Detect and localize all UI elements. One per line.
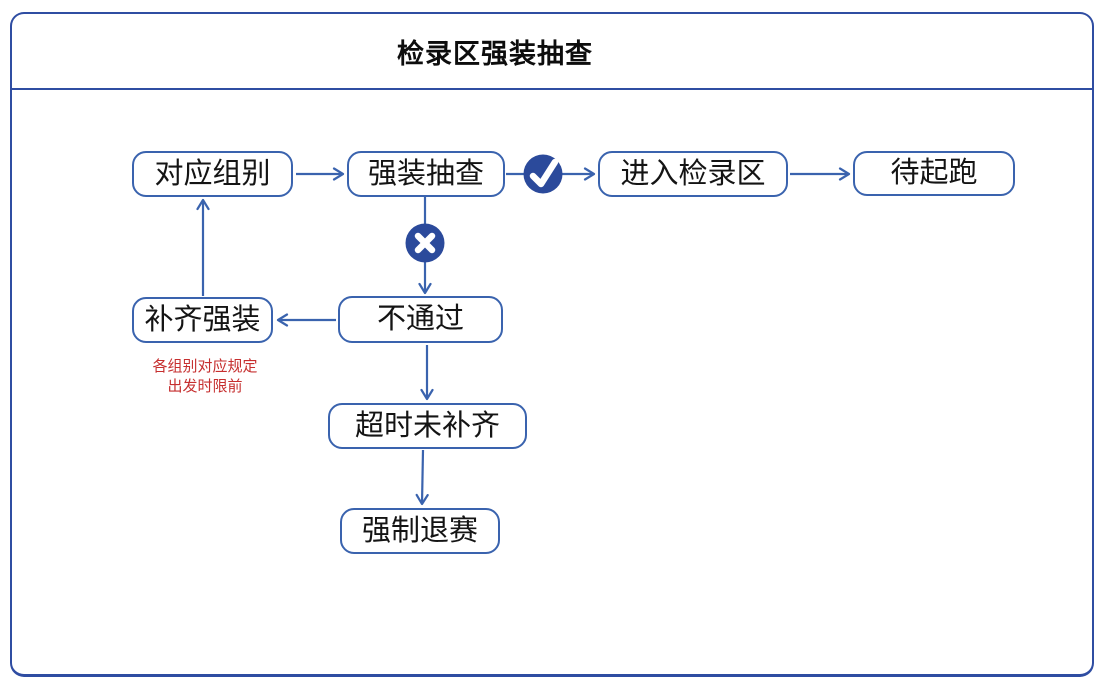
flow-node-label: 对应组别 <box>154 157 271 190</box>
flow-node-label: 强装抽查 <box>367 157 484 190</box>
deadline-annotation: 各组别对应规定 出发时限前 <box>120 357 290 397</box>
flow-node-label: 补齐强装 <box>144 303 261 336</box>
flow-node-label: 待起跑 <box>890 157 978 189</box>
flow-node-wait-start: 待起跑 <box>853 151 1015 196</box>
flow-node-label: 进入检录区 <box>620 157 766 190</box>
page-title: 检录区强装抽查 <box>397 38 593 69</box>
deadline-annotation-line1: 各组别对应规定 <box>152 358 258 375</box>
flow-node-enter-checkin: 进入检录区 <box>598 151 788 197</box>
flow-node-label: 超时未补齐 <box>354 409 500 442</box>
flow-node-forced-withdrawal: 强制退赛 <box>340 508 500 554</box>
flow-node-group: 对应组别 <box>132 151 293 197</box>
diagram-header: 检录区强装抽查 <box>12 14 1092 90</box>
flow-node-timeout: 超时未补齐 <box>328 403 527 449</box>
deadline-annotation-line2: 出发时限前 <box>167 378 243 395</box>
flow-node-label: 强制退赛 <box>361 514 478 547</box>
flow-node-replenish-gear: 补齐强装 <box>132 297 273 343</box>
flow-node-fail: 不通过 <box>338 296 503 343</box>
flow-node-label: 不通过 <box>376 303 464 335</box>
diagram-frame: 检录区强装抽查 <box>10 12 1094 677</box>
flow-node-inspection: 强装抽查 <box>347 151 505 197</box>
